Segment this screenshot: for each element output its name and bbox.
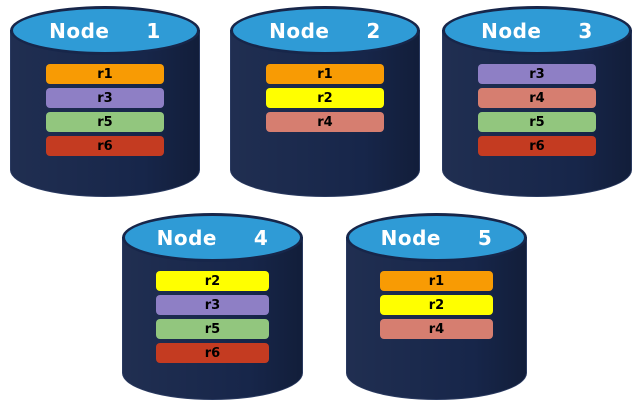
record-r1: r1: [266, 64, 384, 84]
cylinder-top-ellipse: Node 2: [230, 6, 420, 55]
cylinder-top-ellipse: Node 3: [442, 6, 632, 55]
node-title: Node 3: [481, 18, 593, 43]
record-r3: r3: [478, 64, 596, 84]
cylinder-top-ellipse: Node 1: [10, 6, 200, 55]
record-list: r3 r4 r5 r6: [442, 64, 632, 156]
record-r5: r5: [478, 112, 596, 132]
cylinder-top-ellipse: Node 4: [122, 213, 303, 262]
record-r4: r4: [478, 88, 596, 108]
record-r2: r2: [266, 88, 384, 108]
record-r3: r3: [46, 88, 164, 108]
record-list: r1 r2 r4: [346, 271, 527, 339]
record-list: r1 r2 r4: [230, 64, 420, 132]
record-r5: r5: [46, 112, 164, 132]
record-r2: r2: [156, 271, 269, 291]
cylinder-node-4: Node 4 r2 r3 r5 r6: [122, 213, 303, 400]
cylinder-body: [346, 237, 527, 400]
cylinder-top-ellipse: Node 5: [346, 213, 527, 262]
record-r6: r6: [46, 136, 164, 156]
record-list: r1 r3 r5 r6: [10, 64, 200, 156]
node-title: Node 4: [156, 225, 269, 250]
record-r6: r6: [156, 343, 269, 363]
cylinder-node-3: Node 3 r3 r4 r5 r6: [442, 6, 632, 197]
record-r2: r2: [380, 295, 493, 315]
record-r1: r1: [46, 64, 164, 84]
record-list: r2 r3 r5 r6: [122, 271, 303, 363]
record-r6: r6: [478, 136, 596, 156]
node-title: Node 1: [49, 18, 161, 43]
cylinder-node-2: Node 2 r1 r2 r4: [230, 6, 420, 197]
record-r5: r5: [156, 319, 269, 339]
cylinder-node-5: Node 5 r1 r2 r4: [346, 213, 527, 400]
record-r4: r4: [266, 112, 384, 132]
record-r1: r1: [380, 271, 493, 291]
cylinder-node-1: Node 1 r1 r3 r5 r6: [10, 6, 200, 197]
node-title: Node 2: [269, 18, 381, 43]
record-r3: r3: [156, 295, 269, 315]
node-title: Node 5: [380, 225, 493, 250]
cylinder-body: [122, 237, 303, 400]
record-r4: r4: [380, 319, 493, 339]
